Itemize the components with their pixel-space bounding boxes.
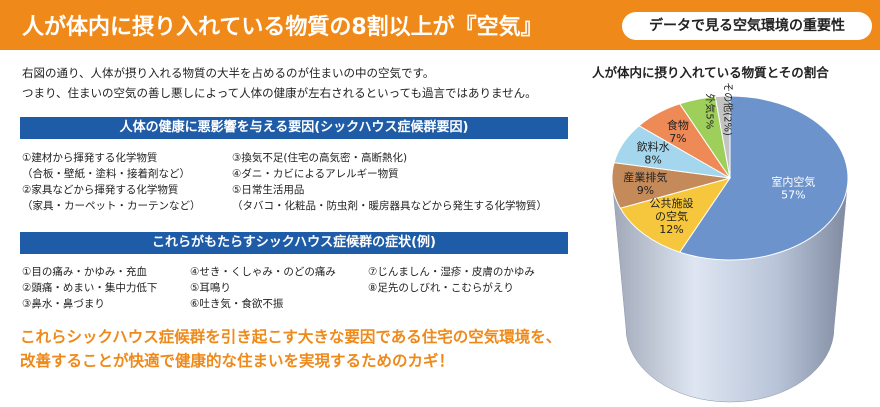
list-item: ⑤耳鳴り [190,282,231,294]
symptoms-list-3: ⑦じんましん・湿疹・皮膚のかゆみ ⑧足先のしびれ・こむらがえり [368,264,535,296]
intro-line: つまり、住まいの空気の善し悪しによって人体の健康が左右されるといっても過言ではあ… [22,86,537,100]
list-item: ①目の痛み・かゆみ・充血 [22,266,147,278]
causes-list-left: ①建材から揮発する化学物質 （合板・壁紙・塗料・接着剤など） ②家具などから揮発… [22,150,201,214]
pie-slices [611,95,849,261]
header-badge: データで見る空気環境の重要性 [622,12,872,40]
page-header: 人が体内に摂り入れている物質の8割以上が『空気』 データで見る空気環境の重要性 [0,0,880,50]
list-item: ④せき・くしゃみ・のどの痛み [190,266,336,278]
section-symptoms-title: これらがもたらすシックハウス症候群の症状(例) [20,232,568,254]
list-item: ①建材から揮発する化学物質 [22,152,158,164]
list-item: ⑧足先のしびれ・こむらがえり [368,282,514,294]
list-item: （タバコ・化粧品・防虫剤・暖房器具などから発生する化学物質） [232,200,547,212]
list-item: ⑦じんましん・湿疹・皮膚のかゆみ [368,266,535,278]
list-item: （合板・壁紙・塗料・接着剤など） [22,168,190,180]
list-item: ④ダニ・カビによるアレルギー物質 [232,168,399,180]
pie-slice-label: その他(2%) [722,82,735,136]
pie-slice-label: 外気5% [703,93,716,129]
conclusion-line: これらシックハウス症候群を引き起こす大きな要因である住宅の空気環境を、 [20,328,562,346]
intro-line: 右図の通り、人体が摂り入れる物質の大半を占めるのが住まいの中の空気です。 [22,66,435,80]
section-causes-title: 人体の健康に悪影響を与える要因(シックハウス症候群要因) [20,117,568,139]
symptoms-list-1: ①目の痛み・かゆみ・充血 ②頭痛・めまい・集中力低下 ③鼻水・鼻づまり [22,264,157,312]
conclusion-line: 改善することが快適で健康的な住まいを実現するためのカギ！ [20,352,455,370]
list-item: ②頭痛・めまい・集中力低下 [22,282,158,294]
list-item: （家具・カーペット・カーテンなど） [22,200,201,212]
list-item: ⑥吐き気・食欲不振 [190,298,284,310]
list-item: ⑤日常生活用品 [232,184,305,196]
page-title: 人が体内に摂り入れている物質の8割以上が『空気』 [22,15,543,40]
list-item: ③鼻水・鼻づまり [22,298,105,310]
intro-text: 右図の通り、人体が摂り入れる物質の大半を占めるのが住まいの中の空気です。 つまり… [22,63,582,103]
pie-slice [714,95,731,179]
list-item: ③換気不足(住宅の高気密・高断熱化) [232,152,408,164]
symptoms-list-2: ④せき・くしゃみ・のどの痛み ⑤耳鳴り ⑥吐き気・食欲不振 [190,264,336,312]
pie-slice [619,177,732,253]
chart-title: 人が体内に摂り入れている物質とその割合 [592,65,829,80]
list-item: ②家具などから揮発する化学物質 [22,184,179,196]
conclusion-text: これらシックハウス症候群を引き起こす大きな要因である住宅の空気環境を、 改善する… [20,325,600,373]
pie-slice [678,95,849,261]
causes-list-right: ③換気不足(住宅の高気密・高断熱化) ④ダニ・カビによるアレルギー物質 ⑤日常生… [232,150,547,214]
